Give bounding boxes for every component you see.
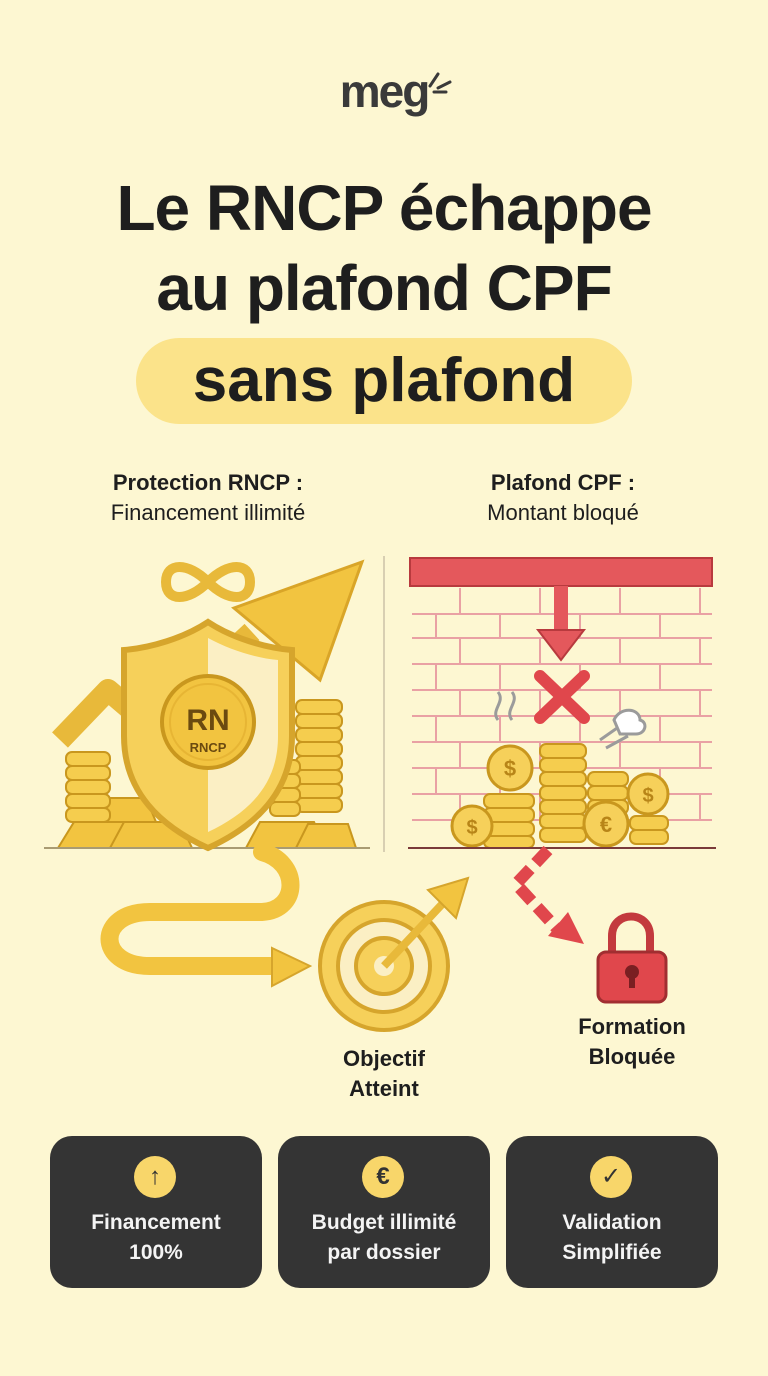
spark-icon bbox=[428, 72, 452, 94]
card-budget-line-2: par dossier bbox=[327, 1241, 441, 1264]
right-panel-heading: Plafond CPF : bbox=[490, 470, 636, 495]
steam-icon bbox=[494, 691, 647, 750]
headline-line-2: au plafond CPF bbox=[156, 252, 612, 324]
arrow-up-icon: ↑ bbox=[134, 1156, 176, 1198]
comparison-illustration: RN RNCP bbox=[44, 556, 716, 1032]
blocked-caption-line-2: Bloquée bbox=[588, 1044, 676, 1069]
objective-caption-line-2: Atteint bbox=[349, 1076, 419, 1101]
check-icon: ✓ bbox=[590, 1156, 632, 1198]
card-budget-label: Budget illimité par dossier bbox=[278, 1208, 490, 1268]
shield-icon bbox=[121, 618, 295, 852]
coin-icons bbox=[450, 744, 670, 848]
blocked-caption: Formation Bloquée bbox=[548, 1012, 716, 1072]
brand-logo-text: meg bbox=[339, 65, 431, 117]
card-validation: ✓ Validation Simplifiée bbox=[506, 1136, 718, 1288]
left-panel-heading: Protection RNCP : bbox=[112, 470, 304, 495]
infinity-icon bbox=[160, 562, 256, 602]
headline-line-1: Le RNCP échappe bbox=[116, 172, 652, 244]
objective-caption-line-1: Objectif bbox=[343, 1046, 425, 1071]
card-validation-line-1: Validation bbox=[562, 1211, 662, 1234]
euro-icon: € bbox=[362, 1156, 404, 1198]
padlock-icon bbox=[596, 912, 668, 1004]
card-financement-line-1: Financement bbox=[91, 1211, 221, 1234]
dollar-icon: $ bbox=[642, 785, 653, 807]
dashed-down-arrow-icon bbox=[507, 845, 584, 944]
brand-logo: meg bbox=[0, 64, 768, 118]
cross-icon bbox=[534, 670, 590, 724]
rncp-badge-mark: RN bbox=[186, 704, 229, 737]
card-financement: ↑ Financement 100% bbox=[50, 1136, 262, 1288]
right-panel-subheading: Montant bloqué bbox=[487, 500, 639, 525]
right-panel-heading-block: Plafond CPF : Montant bloqué bbox=[404, 468, 722, 528]
down-arrow-icon bbox=[535, 586, 587, 662]
left-panel-subheading: Financement illimité bbox=[110, 500, 306, 525]
rncp-badge-text: RNCP bbox=[190, 740, 227, 755]
card-budget-line-1: Budget illimité bbox=[311, 1211, 457, 1234]
dollar-icon: $ bbox=[504, 756, 516, 781]
blocked-caption-line-1: Formation bbox=[578, 1014, 686, 1039]
card-validation-label: Validation Simplifiée bbox=[506, 1208, 718, 1268]
dollar-icon: $ bbox=[466, 817, 477, 839]
card-validation-line-2: Simplifiée bbox=[562, 1241, 662, 1264]
gold-coin-stacks-icon bbox=[65, 699, 343, 823]
left-panel-heading-block: Protection RNCP : Financement illimité bbox=[40, 468, 376, 528]
winding-path-arrow-icon bbox=[100, 843, 300, 975]
card-financement-line-2: 100% bbox=[129, 1241, 183, 1264]
euro-coin-icon: € bbox=[600, 812, 612, 837]
card-budget: € Budget illimité par dossier bbox=[278, 1136, 490, 1288]
headline-highlight: sans plafond bbox=[136, 338, 632, 424]
ceiling-beam-icon bbox=[409, 557, 713, 587]
card-financement-label: Financement 100% bbox=[50, 1208, 262, 1268]
target-icon bbox=[318, 876, 470, 1032]
crushed-coin-stacks-icon bbox=[483, 743, 669, 849]
objective-caption: Objectif Atteint bbox=[300, 1044, 468, 1104]
